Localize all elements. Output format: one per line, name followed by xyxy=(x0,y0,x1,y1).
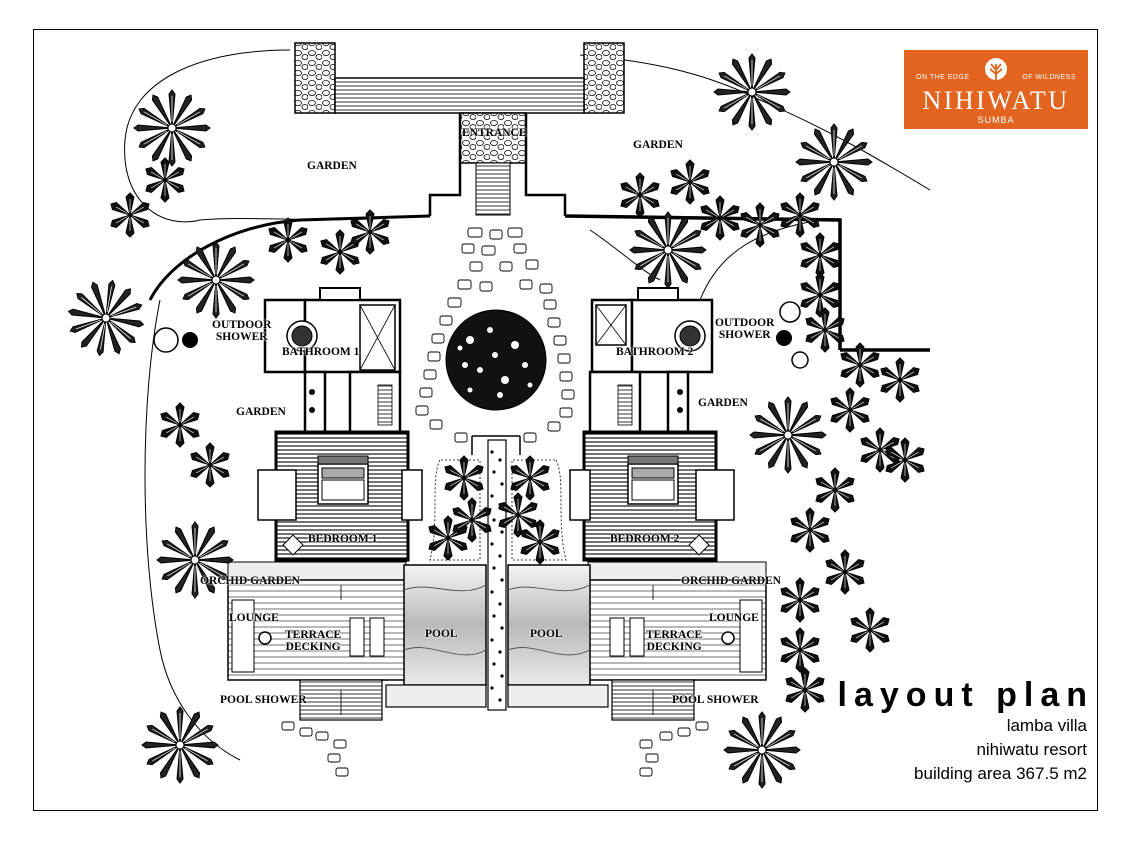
logo-tag-left: ON THE EDGE xyxy=(916,74,970,81)
label-line: OUTDOOR xyxy=(212,319,272,331)
logo-sub: SUMBA xyxy=(977,115,1015,125)
label-bedroom-1: BEDROOM 1 xyxy=(308,533,378,545)
label-lounge-right: LOUNGE xyxy=(709,612,759,624)
title-main: layout plan xyxy=(837,676,1094,714)
title-line-2: nihiwatu resort xyxy=(976,740,1087,759)
stepping-stone-icon xyxy=(281,227,709,777)
leaf-logo-icon xyxy=(985,58,1007,80)
title-line-3: building area 367.5 m2 xyxy=(914,764,1087,783)
label-pool-shower-left: POOL SHOWER xyxy=(220,694,307,706)
logo-tag-right: OF WILDNESS xyxy=(1022,74,1076,81)
bed-icon xyxy=(627,455,679,505)
entrance-structure xyxy=(294,42,625,216)
left-villa xyxy=(153,287,423,721)
label-pool-right: POOL xyxy=(530,628,563,640)
label-garden-mid-right: GARDEN xyxy=(698,397,748,409)
label-line: TERRACE xyxy=(646,629,703,641)
label-bathroom-2: BATHROOM 2 xyxy=(616,346,694,358)
label-outdoor-shower-right: OUTDOOR SHOWER xyxy=(715,317,774,341)
bathtub-icon xyxy=(674,320,706,352)
bathtub-icon xyxy=(286,320,318,352)
label-garden-top-right: GARDEN xyxy=(633,139,683,151)
label-pool-shower-right: POOL SHOWER xyxy=(672,694,759,706)
logo-brand: NIHIWATU xyxy=(922,86,1070,115)
title-block: layout plan lamba villa nihiwatu resort … xyxy=(838,676,1087,786)
label-outdoor-shower-left: OUTDOOR SHOWER xyxy=(212,319,271,343)
label-entrance: ENTRANCE xyxy=(462,127,527,139)
label-line: SHOWER xyxy=(215,331,268,343)
label-line: DECKING xyxy=(285,641,341,653)
label-terrace-right: TERRACE DECKING xyxy=(646,629,702,653)
central-tree-icon xyxy=(445,309,547,411)
label-garden-mid-left: GARDEN xyxy=(236,406,286,418)
label-orchid-garden-left: ORCHID GARDEN xyxy=(200,575,300,587)
pools xyxy=(385,564,609,708)
label-line: OUTDOOR xyxy=(715,317,775,329)
label-bedroom-2: BEDROOM 2 xyxy=(610,533,680,545)
label-line: SHOWER xyxy=(718,329,771,341)
label-orchid-garden-right: ORCHID GARDEN xyxy=(681,575,781,587)
label-line: DECKING xyxy=(646,641,702,653)
label-terrace-left: TERRACE DECKING xyxy=(285,629,341,653)
label-lounge-left: LOUNGE xyxy=(229,612,279,624)
label-garden-top-left: GARDEN xyxy=(307,160,357,172)
nihiwatu-logo: ON THE EDGE OF WILDNESS NIHIWATU SUMBA xyxy=(904,50,1088,129)
label-pool-left: POOL xyxy=(425,628,458,640)
label-bathroom-1: BATHROOM 1 xyxy=(282,346,360,358)
bed-icon xyxy=(317,455,369,505)
right-villa xyxy=(569,287,809,721)
title-line-1: lamba villa xyxy=(1006,716,1087,735)
label-line: TERRACE xyxy=(285,629,342,641)
